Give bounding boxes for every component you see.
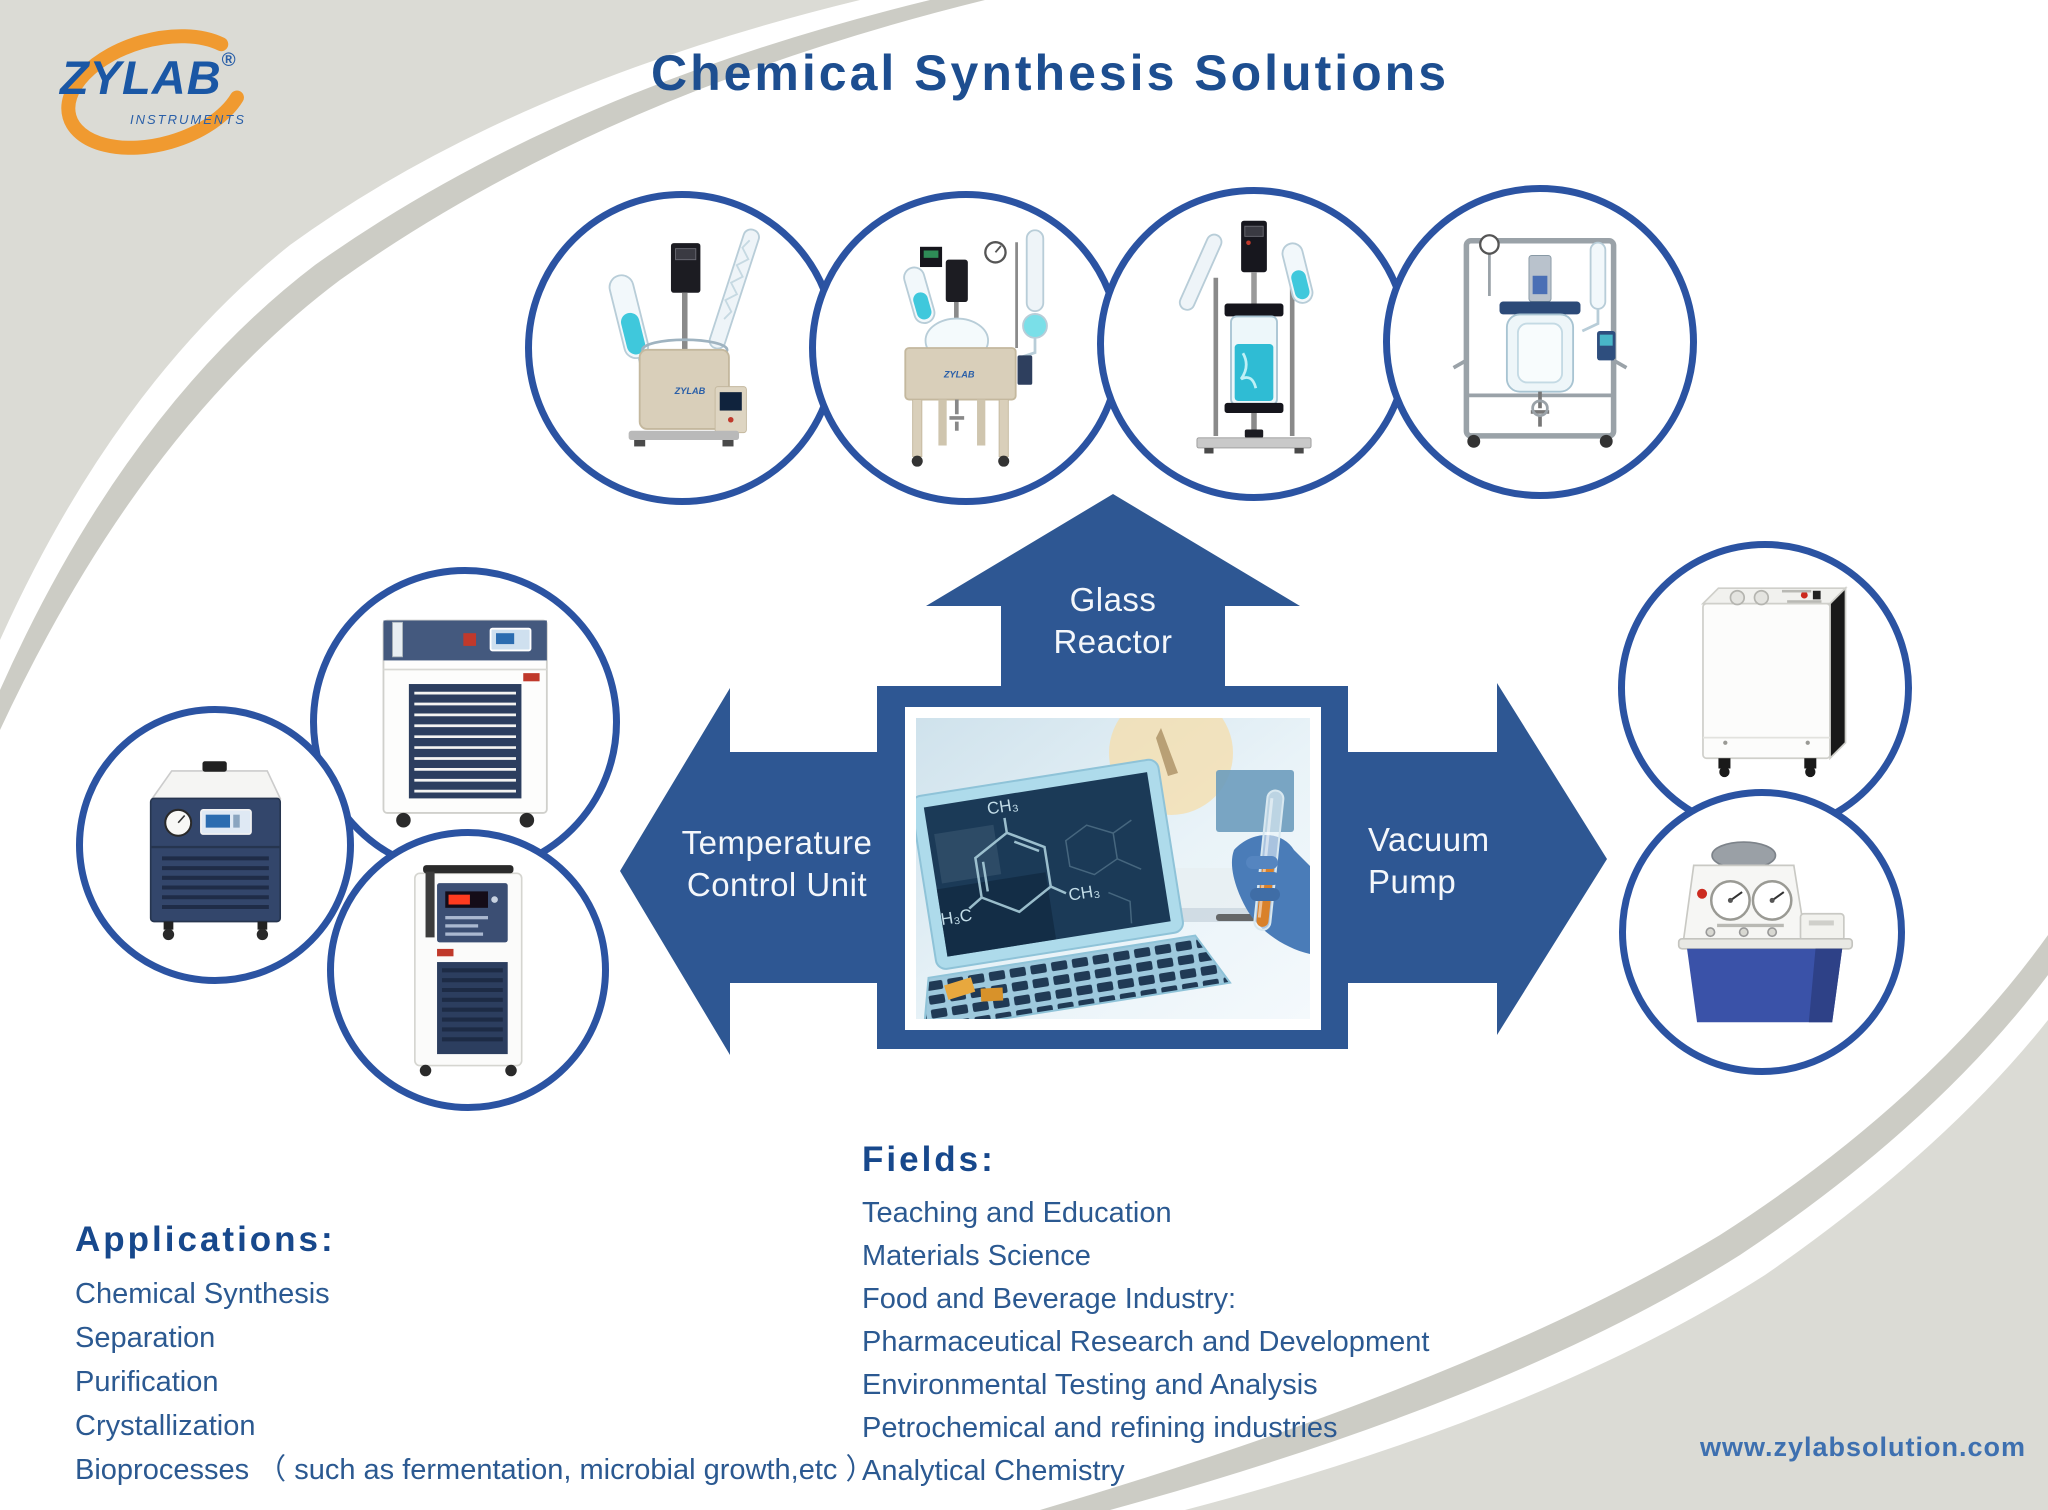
glass-reactor-photo-4 (1383, 185, 1697, 499)
list-item: Petrochemical and refining industries (862, 1412, 1338, 1444)
fields-heading: Fields: (862, 1140, 996, 1179)
condenser-column (1589, 241, 1607, 310)
molecule-label-top: CH₃ (986, 795, 1020, 819)
pressure-gauge (163, 808, 192, 837)
glass-reactor-photo-3 (1097, 187, 1411, 501)
page-title: Chemical Synthesis Solutions (650, 45, 1450, 101)
central-photo-frame: CH₃ CH₃ H₃C (905, 707, 1321, 1030)
list-item: Crystallization (75, 1410, 256, 1442)
list-item: Chemical Synthesis (75, 1278, 330, 1310)
molecule-structure (968, 817, 1067, 914)
list-item: Materials Science (862, 1240, 1091, 1272)
fields-section: Fields: Teaching and Education Materials… (862, 1140, 1429, 1493)
molecule-label-left: H₃C (939, 905, 973, 929)
corner-swoosh-top-left (0, 0, 985, 730)
handle-bar (425, 871, 435, 938)
brand-mark: ZYLAB (943, 369, 975, 379)
registered-mark: ® (221, 50, 236, 71)
list-item: Purification (75, 1366, 219, 1398)
list-item: Bioprocesses （ such as fermentation, mic… (75, 1454, 875, 1486)
led-display (448, 894, 470, 905)
corner-swoosh-bottom-right (1040, 935, 2048, 1510)
pump-port (1729, 590, 1746, 606)
laptop-keyboard (922, 934, 1232, 1019)
list-item: Teaching and Education (862, 1197, 1172, 1229)
reactor-stand (904, 347, 1017, 401)
water-tank (1686, 948, 1843, 1023)
gloved-hand (1231, 789, 1310, 954)
list-item: Pharmaceutical Research and Development (862, 1326, 1430, 1358)
logo-orange-swoosh (61, 29, 251, 155)
glass-reactor-photo-2: ZYLAB (809, 191, 1123, 505)
pressure-gauge (1479, 234, 1500, 255)
pressure-gauge (984, 241, 1007, 264)
logo: ZYLAB® INSTRUMENTS (38, 20, 298, 170)
list-item: Food and Beverage Industry: (862, 1283, 1237, 1315)
logo-name: ZYLAB (60, 51, 222, 104)
vacuum-pump-photo-bottom (1619, 789, 1905, 1075)
logo-tagline: INSTRUMENTS (130, 112, 246, 127)
sticky-note (944, 977, 976, 1000)
applications-heading: Applications: (75, 1220, 336, 1259)
lab-photo: CH₃ CH₃ H₃C (916, 718, 1310, 1019)
glass-reactor-photo-1: ZYLAB (525, 191, 839, 505)
base-plate (1196, 437, 1312, 449)
applications-section: Applications: Chemical Synthesis Separat… (75, 1220, 874, 1492)
power-light (1696, 888, 1707, 899)
list-item: Analytical Chemistry (862, 1455, 1125, 1487)
molecule-label-right: CH₃ (1067, 881, 1101, 905)
chiller-photo-top (310, 567, 620, 877)
brand-mark: ZYLAB (674, 386, 706, 396)
chiller-photo-bottom (327, 829, 609, 1111)
laptop: CH₃ CH₃ H₃C (916, 758, 1232, 1019)
website-url: www.zylabsolution.com (1700, 1432, 2027, 1462)
condenser-column (1025, 229, 1045, 313)
chiller-photo-left (76, 706, 354, 984)
list-item: Environmental Testing and Analysis (862, 1369, 1318, 1401)
list-item: Separation (75, 1322, 216, 1354)
